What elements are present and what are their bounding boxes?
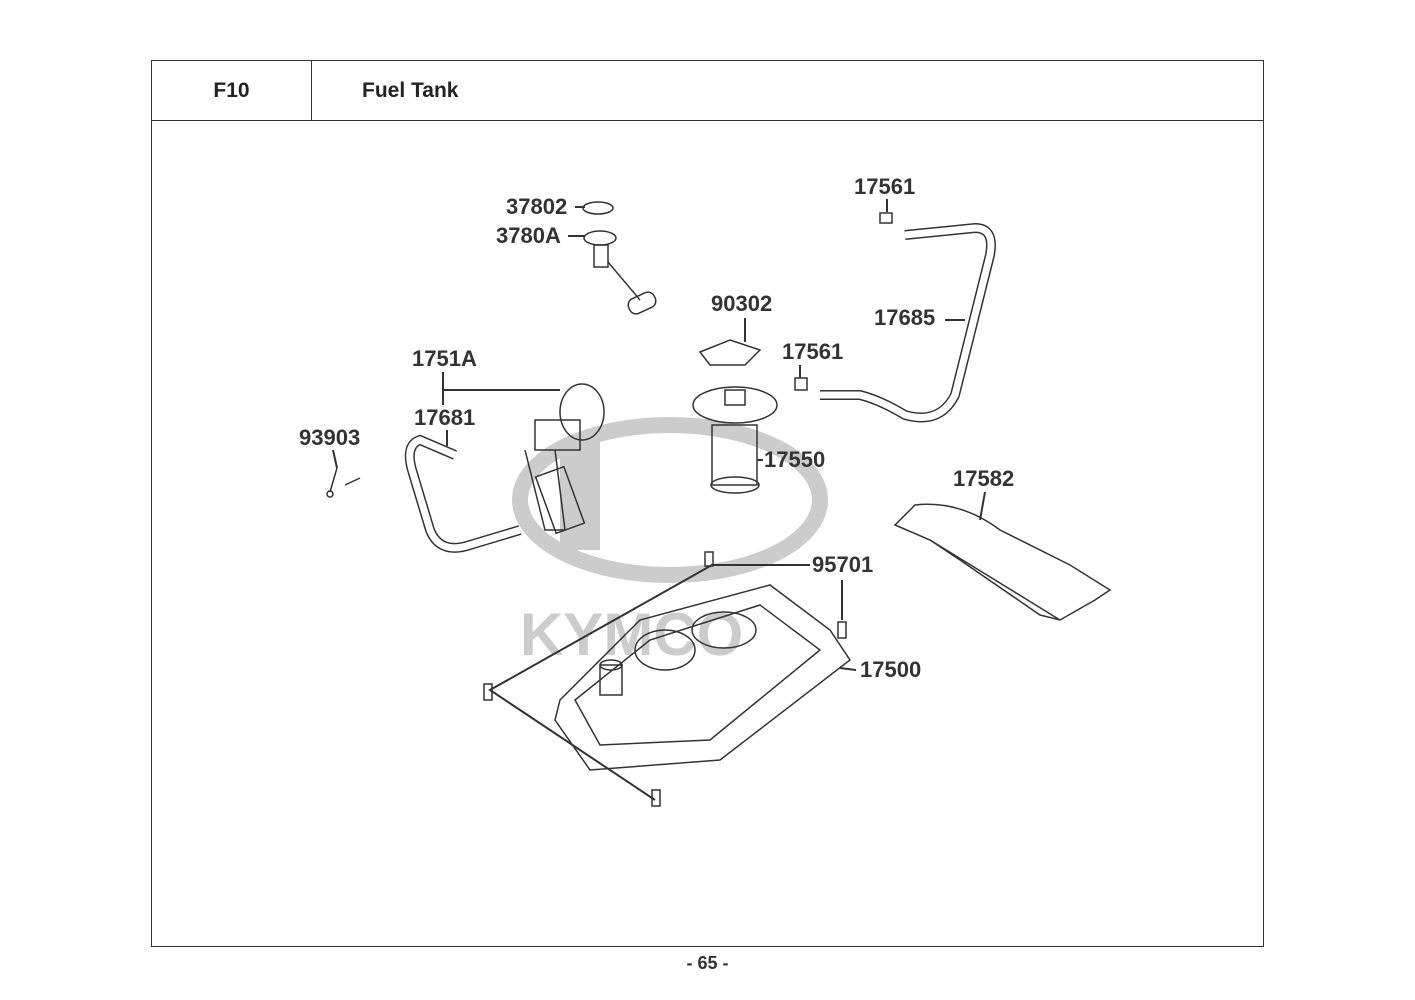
- section-title: Fuel Tank: [362, 78, 459, 102]
- callout-17681: 17681: [414, 405, 476, 430]
- diagram-frame: [151, 120, 1264, 947]
- gasket-part: [582, 201, 614, 215]
- kymco-watermark: KYMCO: [512, 417, 828, 668]
- fuel-sender-part: [583, 230, 657, 315]
- callout-17685: 17685: [874, 305, 936, 330]
- callout-3780A: 3780A: [496, 223, 561, 248]
- clamp-part: [794, 377, 808, 391]
- callout-95701: 95701: [812, 552, 874, 577]
- page-number: - 65 -: [686, 953, 729, 973]
- callout-17550: 17550: [764, 447, 826, 472]
- fuel-tank-part: [554, 584, 852, 771]
- leader-lines: [332, 199, 986, 801]
- callout-1751A: 1751A: [412, 346, 477, 371]
- callout-90302: 90302: [711, 291, 773, 316]
- clamp-part: [879, 212, 893, 224]
- fuel-pump-part: [692, 339, 778, 494]
- callout-17561-lower: 17561: [782, 339, 844, 364]
- screw-part: [326, 467, 361, 498]
- section-code: F10: [152, 61, 312, 120]
- callout-37802: 37802: [506, 194, 568, 219]
- callout-17500: 17500: [860, 657, 922, 682]
- tank-cover-part: [893, 503, 1112, 621]
- filler-neck-part: [524, 383, 605, 535]
- callout-93903: 93903: [299, 425, 361, 450]
- callout-17561: 17561: [854, 174, 916, 199]
- callout-17582: 17582: [953, 466, 1015, 491]
- bolt-part: [483, 551, 847, 807]
- svg-text:KYMCO: KYMCO: [520, 601, 743, 668]
